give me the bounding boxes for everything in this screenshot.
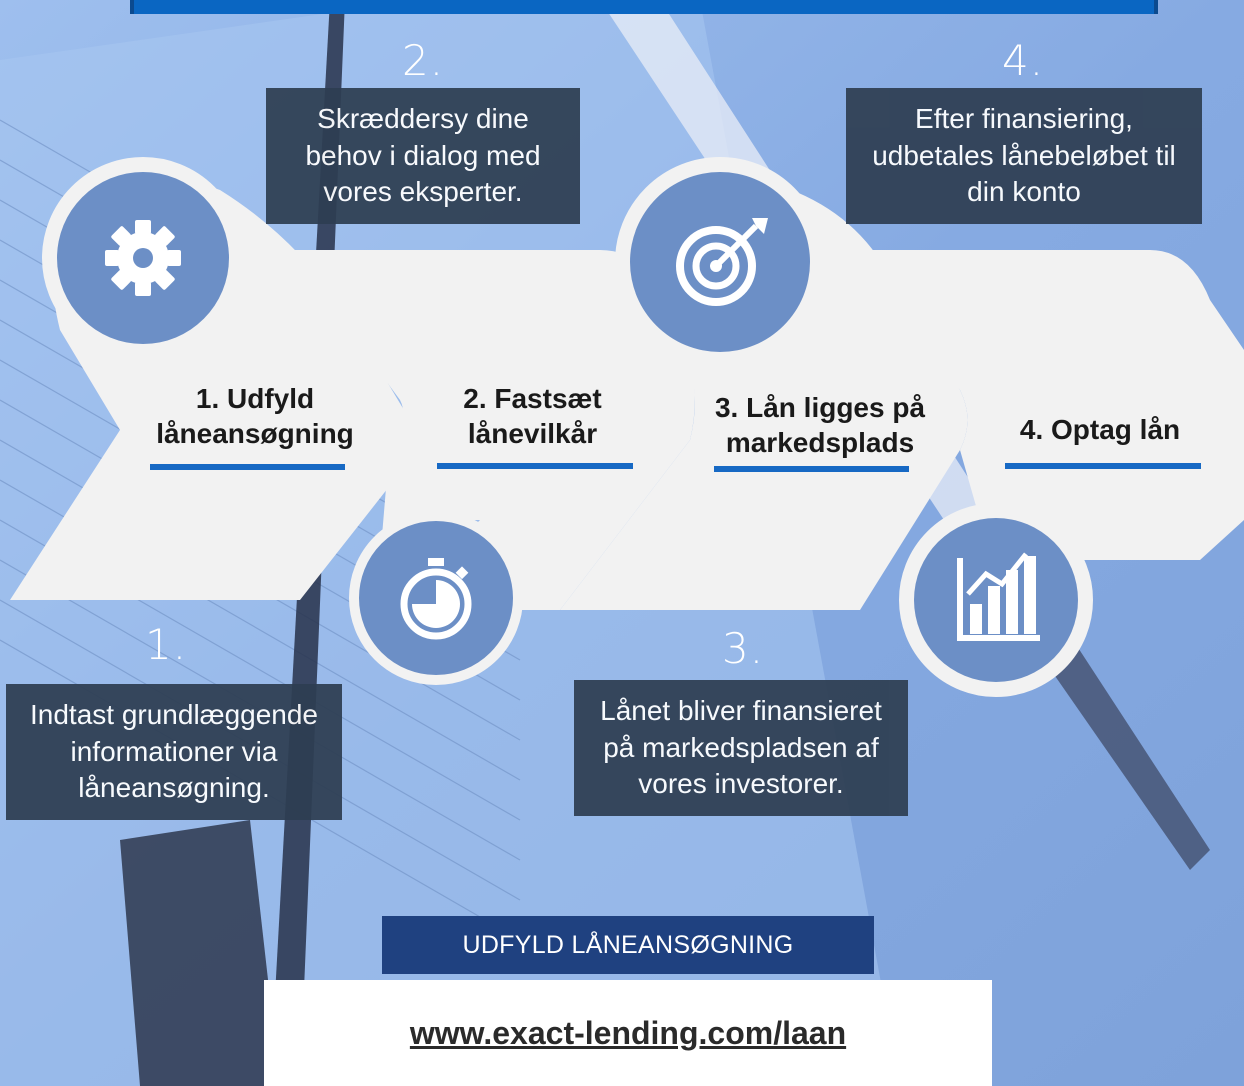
step-4-title: 4. Optag lån xyxy=(990,412,1210,447)
top-banner-bar xyxy=(130,0,1158,14)
step-3-title-line2: markedsplads xyxy=(725,427,915,458)
bar-chart-icon xyxy=(957,552,1040,641)
step-2-title-line2: lånevilkår xyxy=(467,418,598,449)
step-2-underline xyxy=(437,463,633,469)
step-1-number: 1. xyxy=(145,620,188,669)
step-1-title: 1. Udfyld låneansøgning xyxy=(130,381,380,451)
step-3-title-line1: 3. Lån ligges på xyxy=(714,392,926,423)
step-3-desc-line2: på markedspladsen af xyxy=(603,731,879,763)
step-4-desc-line2: udbetales lånebeløbet til xyxy=(872,139,1176,171)
step-1-underline xyxy=(150,464,345,470)
step-2-desc-line3: vores eksperter. xyxy=(323,176,523,208)
step-2-title-line1: 2. Fastsæt xyxy=(463,383,602,414)
step-2-description: Skræddersy dine behov i dialog med vores… xyxy=(266,88,580,224)
step-1-title-line1: 1. Udfyld xyxy=(195,383,315,414)
step-4-desc-line3: din konto xyxy=(967,176,1081,208)
target-icon xyxy=(676,218,768,306)
step-2-title: 2. Fastsæt lånevilkår xyxy=(425,381,640,451)
step-2-desc-line2: behov i dialog med xyxy=(305,139,541,171)
step-4-desc-line1: Efter finansiering, xyxy=(915,103,1133,135)
gear-icon xyxy=(105,220,181,296)
step-1-desc-line2: informationer via xyxy=(70,735,278,767)
url-box: www.exact-lending.com/laan xyxy=(264,980,992,1086)
step-2-shape xyxy=(290,250,695,610)
step-4-underline xyxy=(1005,463,1201,469)
step-3-desc-line1: Lånet bliver finansieret xyxy=(600,695,882,727)
step-4-number: 4. xyxy=(1002,36,1045,85)
step-4-shape xyxy=(850,250,1244,560)
step-3-title: 3. Lån ligges på markedsplads xyxy=(690,390,950,460)
step-3-underline xyxy=(714,466,909,472)
step-3-number: 3. xyxy=(722,624,765,673)
step-4-description: Efter finansiering, udbetales lånebeløbe… xyxy=(846,88,1202,224)
step-3-description: Lånet bliver finansieret på markedsplads… xyxy=(574,680,908,816)
step-3-desc-line3: vores investorer. xyxy=(638,768,844,800)
stopwatch-icon xyxy=(400,558,472,640)
apply-loan-button[interactable]: UDFYLD LÅNEANSØGNING xyxy=(382,916,874,974)
step-1-title-line2: låneansøgning xyxy=(156,418,354,449)
step-2-desc-line1: Skræddersy dine xyxy=(317,103,529,135)
step-1-desc-line3: låneansøgning. xyxy=(78,772,270,804)
step-4-title-line1: 4. Optag lån xyxy=(1019,414,1181,445)
step-2-number: 2. xyxy=(402,36,445,85)
step-1-desc-line1: Indtast grundlæggende xyxy=(30,699,318,731)
step-1-description: Indtast grundlæggende informationer via … xyxy=(6,684,342,820)
website-link[interactable]: www.exact-lending.com/laan xyxy=(409,1014,847,1051)
